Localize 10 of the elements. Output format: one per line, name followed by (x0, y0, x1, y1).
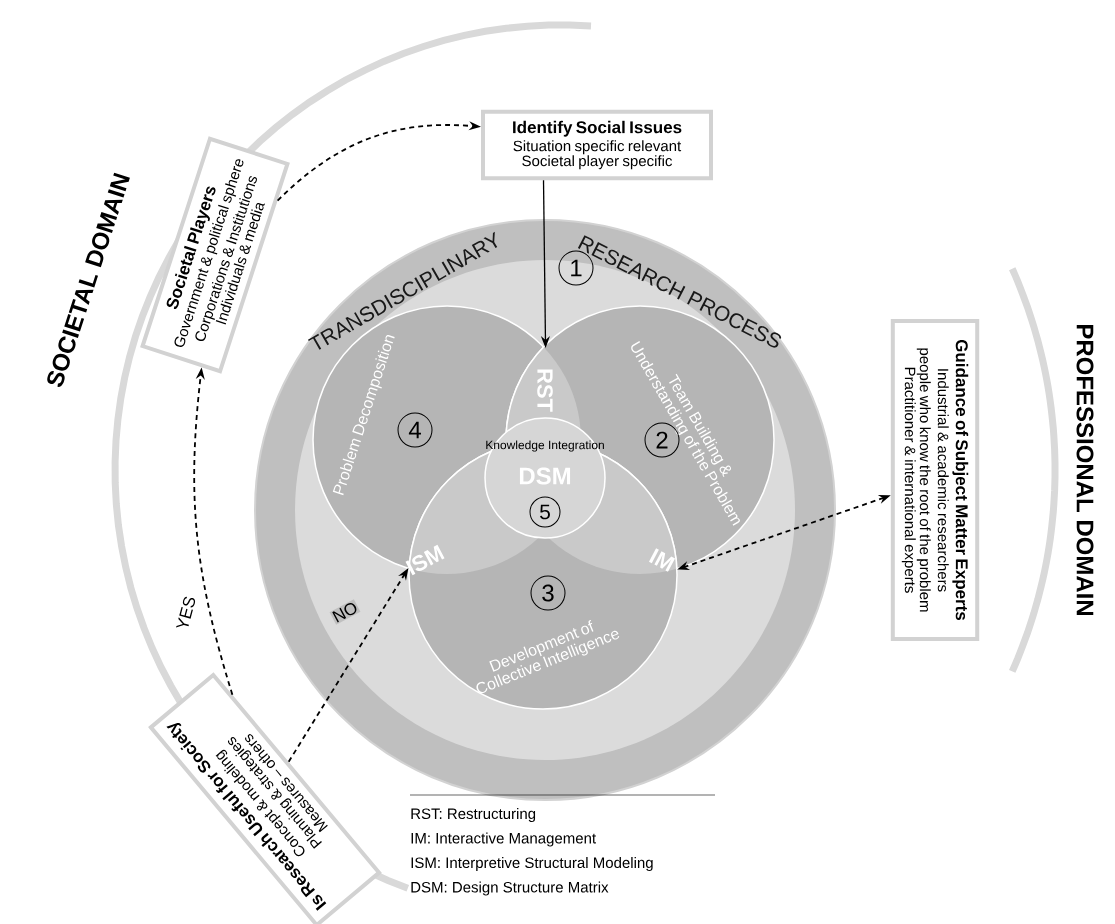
key-text: ISM: Interpretive Structural Modeling (411, 857, 653, 871)
edge-label: NO (329, 599, 361, 625)
key-text: IM: Interactive Management (411, 832, 596, 847)
text-box: Identify Social Issues Situation specific relevant Societal player specific (481, 109, 713, 181)
edge-label: YES (174, 593, 198, 633)
key-text: RST: Restructuring (411, 808, 536, 822)
overlap-label: ISM (405, 544, 445, 576)
key-text: DSM: Design Structure Matrix (411, 881, 609, 896)
text-box: Guidance of Subject Matter Experts Industrial & academic researchers people who know the root of the problem Practitioner & international experts (890, 319, 980, 641)
domain-label: PROFESSIONAL DOMAIN (1076, 324, 1094, 616)
